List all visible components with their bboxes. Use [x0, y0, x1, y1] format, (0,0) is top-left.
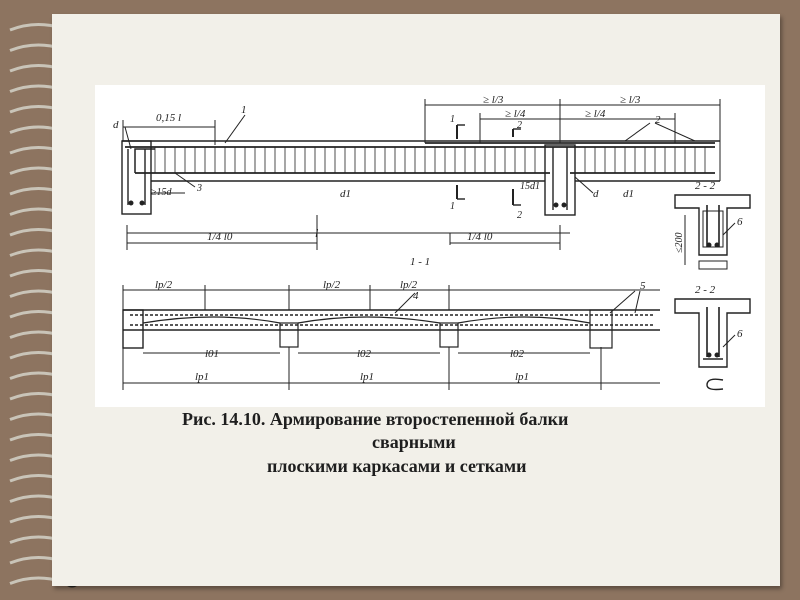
section-2-2-lower: 2 - 2 6 [674, 284, 751, 391]
middle-support [544, 144, 576, 216]
label-quarter-l0-b: 1/4 l0 [467, 231, 493, 243]
label-d: d [113, 119, 119, 131]
label-quarter-l-a: ≥ l/4 [505, 108, 526, 120]
label-mark-4: 4 [413, 290, 419, 302]
label-l02-a: l02 [357, 348, 372, 360]
left-support [121, 140, 152, 215]
label-quarter-l0-a: 1/4 l0 [207, 231, 233, 243]
label-section-title-a: 2 - 2 [695, 180, 716, 192]
label-mark-1: 1 [241, 104, 247, 116]
label-mark-3: 3 [196, 183, 202, 194]
label-lp1-c: lp1 [515, 371, 529, 383]
label-section-2-top: 2 [517, 120, 522, 131]
label-mark-2: 2 [655, 114, 661, 126]
label-lp1-a: lp1 [195, 371, 209, 383]
label-third-l-a: ≥ l/3 [483, 94, 504, 106]
label-span-l: l [315, 226, 319, 240]
label-anchor-15d: ≥15d [151, 187, 172, 198]
label-anchor-15d1: 15d1 [520, 181, 540, 192]
label-mark-6a: 6 [737, 216, 743, 228]
label-section-title-b: 2 - 2 [695, 284, 716, 296]
label-l01: l01 [205, 348, 219, 360]
label-015l: 0,15 l [156, 112, 181, 124]
beam-reinforcement-diagram: 0,15 l 1 d ≥15d 3 d1 1/4 l0 l 1/4 l0 ≥ l… [113, 94, 751, 391]
label-section-2-bottom: 2 [517, 210, 522, 221]
caption-line-1: Рис. 14.10. Армирование второстепенной б… [182, 409, 569, 429]
label-d1-a: d1 [340, 188, 351, 200]
label-lp2-b: lp/2 [323, 279, 341, 291]
label-mark-5: 5 [640, 280, 646, 292]
top-beam: 0,15 l 1 d ≥15d 3 d1 1/4 l0 l 1/4 l0 ≥ l… [113, 94, 721, 250]
label-lp2-a: lp/2 [155, 279, 173, 291]
caption-line-2: сварными [372, 432, 456, 452]
label-dim-200: ≤200 [674, 233, 685, 254]
caption-line-3: плоскими каркасами и сетками [267, 456, 527, 476]
label-lp1-b: lp1 [360, 371, 374, 383]
label-section-1-bottom: 1 [450, 201, 455, 212]
label-quarter-l-b: ≥ l/4 [585, 108, 606, 120]
section-2-2-upper: 2 - 2 ≤200 6 [674, 180, 751, 270]
bottom-beam: 1 - 1 lp/2 lp/2 lp/2 4 [122, 256, 660, 390]
label-section-1-1: 1 - 1 [410, 256, 430, 268]
label-d-b: d [593, 188, 599, 200]
label-third-l-b: ≥ l/3 [620, 94, 641, 106]
label-l02-b: l02 [510, 348, 525, 360]
label-mark-6b: 6 [737, 328, 743, 340]
label-section-1-top: 1 [450, 114, 455, 125]
label-d1-b: d1 [623, 188, 634, 200]
label-lp2-c: lp/2 [400, 279, 418, 291]
engineering-drawing: 0,15 l 1 d ≥15d 3 d1 1/4 l0 l 1/4 l0 ≥ l… [95, 85, 765, 407]
